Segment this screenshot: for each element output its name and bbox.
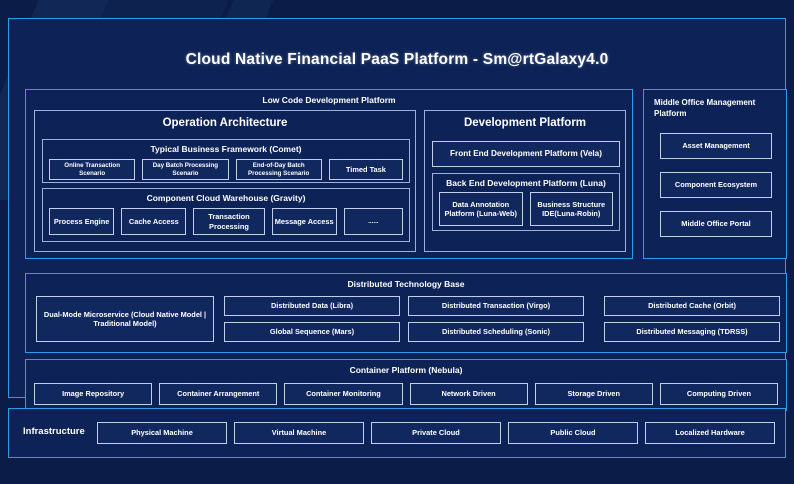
chip-timed-task[interactable]: Timed Task <box>328 159 404 180</box>
component-cloud-warehouse-header: Component Cloud Warehouse (Gravity) <box>146 193 306 203</box>
chip-image-repository[interactable]: Image Repository <box>34 383 153 405</box>
chip-transaction-processing[interactable]: Transaction Processing <box>193 208 265 235</box>
dtb-group-2: Distributed Transaction (Virgo) Distribu… <box>408 296 584 342</box>
section-middle-office-management-platform: Middle Office Management Platform Asset … <box>643 89 787 259</box>
chip-distributed-transaction[interactable]: Distributed Transaction (Virgo) <box>408 296 584 316</box>
chip-day-batch-processing-scenario[interactable]: Day Batch Processing Scenario <box>142 159 229 180</box>
chip-physical-machine[interactable]: Physical Machine <box>97 422 227 444</box>
infrastructure-label: Infrastructure <box>23 426 85 437</box>
chip-computing-driven[interactable]: Computing Driven <box>659 383 779 405</box>
box-operation-architecture: Operation Architecture Typical Business … <box>34 110 416 252</box>
box-typical-business-framework: Typical Business Framework (Comet) Onlin… <box>42 139 410 183</box>
back-end-development-platform-header: Back End Development Platform (Luna) <box>446 178 606 188</box>
chip-cache-access[interactable]: Cache Access <box>121 208 187 235</box>
chip-localized-hardware[interactable]: Localized Hardware <box>645 422 775 444</box>
chip-online-transaction-scenario[interactable]: Online Transaction Scenario <box>49 159 136 180</box>
component-cloud-warehouse-items: Process Engine Cache Access Transaction … <box>49 208 404 235</box>
chip-process-engine[interactable]: Process Engine <box>49 208 115 235</box>
infrastructure-items: Physical Machine Virtual Machine Private… <box>97 422 775 444</box>
chip-front-end-development-platform[interactable]: Front End Development Platform (Vela) <box>432 141 620 167</box>
box-back-end-development-platform: Back End Development Platform (Luna) Dat… <box>432 173 620 231</box>
section-distributed-technology-base: Distributed Technology Base Dual-Mode Mi… <box>25 273 787 353</box>
chip-virtual-machine[interactable]: Virtual Machine <box>234 422 364 444</box>
chip-dual-mode-microservice[interactable]: Dual-Mode Microservice (Cloud Native Mod… <box>36 296 214 342</box>
chip-global-sequence[interactable]: Global Sequence (Mars) <box>224 322 400 342</box>
chip-container-monitoring[interactable]: Container Monitoring <box>284 383 403 405</box>
chip-storage-driven[interactable]: Storage Driven <box>534 383 653 405</box>
chip-private-cloud[interactable]: Private Cloud <box>371 422 501 444</box>
container-platform-items: Image Repository Container Arrangement C… <box>34 383 779 405</box>
box-development-platform: Development Platform Front End Developme… <box>424 110 626 252</box>
chip-asset-management[interactable]: Asset Management <box>660 133 772 159</box>
chip-data-annotation-platform[interactable]: Data Annotation Platform (Luna-Web) <box>439 192 523 226</box>
chip-public-cloud[interactable]: Public Cloud <box>508 422 638 444</box>
chip-more-ellipsis[interactable]: ...... <box>343 208 404 235</box>
dtb-group-3: Distributed Cache (Orbit) Distributed Me… <box>604 296 780 342</box>
chip-distributed-scheduling[interactable]: Distributed Scheduling (Sonic) <box>408 322 584 342</box>
main-platform-panel: Cloud Native Financial PaaS Platform - S… <box>8 18 787 411</box>
typical-business-framework-header: Typical Business Framework (Comet) <box>150 144 302 154</box>
page-title: Cloud Native Financial PaaS Platform - S… <box>185 51 609 68</box>
typical-business-framework-items: Online Transaction Scenario Day Batch Pr… <box>49 159 404 180</box>
middle-office-header: Middle Office Management Platform <box>654 98 756 118</box>
operation-architecture-title: Operation Architecture <box>162 117 288 129</box>
chip-distributed-messaging[interactable]: Distributed Messaging (TDRSS) <box>604 322 780 342</box>
section-infrastructure: Infrastructure Physical Machine Virtual … <box>8 408 786 458</box>
section-container-platform: Container Platform (Nebula) Image Reposi… <box>25 359 787 411</box>
box-component-cloud-warehouse: Component Cloud Warehouse (Gravity) Proc… <box>42 188 410 242</box>
chip-middle-office-portal[interactable]: Middle Office Portal <box>660 211 772 237</box>
chip-business-structure-ide[interactable]: Business Structure IDE(Luna-Robin) <box>529 192 613 226</box>
back-end-items: Data Annotation Platform (Luna-Web) Busi… <box>439 192 613 226</box>
chip-message-access[interactable]: Message Access <box>271 208 337 235</box>
low-code-header: Low Code Development Platform <box>262 95 396 105</box>
chip-component-ecosystem[interactable]: Component Ecosystem <box>660 172 772 198</box>
distributed-technology-base-header: Distributed Technology Base <box>347 279 465 289</box>
chip-network-driven[interactable]: Network Driven <box>409 383 528 405</box>
dtb-group-1: Distributed Data (Libra) Global Sequence… <box>224 296 400 342</box>
chip-distributed-cache[interactable]: Distributed Cache (Orbit) <box>604 296 780 316</box>
section-low-code-development-platform: Low Code Development Platform Operation … <box>25 89 633 259</box>
chip-distributed-data[interactable]: Distributed Data (Libra) <box>224 296 400 316</box>
chip-end-of-day-batch-processing-scenario[interactable]: End-of-Day Batch Processing Scenario <box>235 159 322 180</box>
chip-container-arrangement[interactable]: Container Arrangement <box>159 383 278 405</box>
development-platform-title: Development Platform <box>463 117 587 129</box>
container-platform-header: Container Platform (Nebula) <box>349 365 463 375</box>
